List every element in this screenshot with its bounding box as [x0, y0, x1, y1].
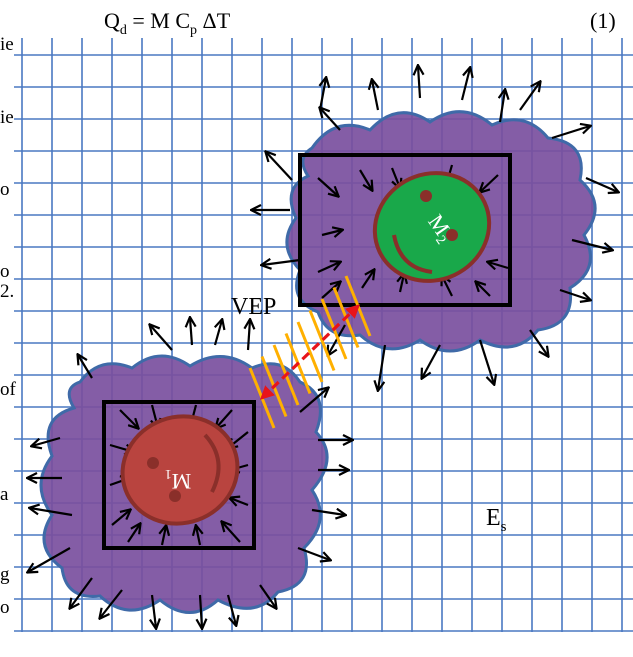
heat-flow-arrow [551, 126, 590, 140]
heat-flow-arrow [321, 282, 340, 299]
heat-flow-arrow [70, 577, 93, 608]
heat-flow-arrow [162, 526, 166, 546]
margin-fragment: 2. [0, 281, 15, 302]
heat-flow-arrow [111, 510, 130, 526]
heat-flow-arrow [100, 589, 123, 618]
es-label: Es [486, 505, 507, 535]
heat-flow-arrow [78, 355, 93, 379]
heat-flow-arrow [127, 524, 140, 543]
heat-flow-arrow [213, 320, 222, 346]
heat-flow-arrow [359, 169, 372, 190]
heat-flow-arrow [311, 510, 345, 515]
heat-flow-arrow [361, 270, 374, 289]
heat-flow-arrow [488, 262, 509, 268]
heat-flow-arrow [200, 594, 202, 628]
heat-flow-arrow [320, 108, 341, 131]
heat-flow-arrow [230, 498, 249, 505]
heat-flow-arrow [500, 90, 505, 123]
margin-fragment: of [0, 379, 16, 400]
heat-flow-arrow [266, 152, 293, 181]
equation-number: (1) [590, 8, 616, 33]
margin-fragment: a [0, 484, 9, 505]
heat-flow-arrow [559, 288, 590, 300]
heat-flow-arrow [480, 174, 499, 192]
heat-flow-arrow [378, 344, 387, 390]
heat-flow-arrow [317, 177, 338, 196]
heat-flow-arrow [32, 436, 61, 446]
heat-flow-arrow [422, 344, 441, 378]
mass-m1: M1 [120, 414, 240, 526]
heat-flow-arrow [226, 594, 236, 625]
heat-flow-arrow [196, 526, 200, 546]
heat-flow-arrow [571, 238, 612, 250]
margin-fragment: g [0, 564, 10, 585]
heat-flow-arrow [297, 546, 330, 560]
margin-fragment: o [0, 597, 10, 618]
heat-flow-arrow [222, 522, 241, 543]
mass-m2: M2 [372, 171, 492, 283]
heat-flow-arrow [190, 318, 192, 346]
system-box-m2 [298, 153, 512, 307]
heat-flow-arrow [478, 339, 494, 384]
heat-flow-arrow [321, 230, 342, 235]
heat-flow-arrow [519, 82, 540, 111]
margin-fragment: ie [0, 107, 14, 128]
heat-flow-arrow [585, 176, 618, 192]
margin-fragment: ie [0, 34, 14, 55]
heat-flow-arrow [150, 325, 173, 351]
heat-flow-arrow [248, 320, 250, 351]
heat-flow-arrow [259, 584, 276, 608]
heat-flow-arrow [418, 66, 420, 99]
heat-flow-arrow [28, 547, 71, 572]
margin-fragment: o [0, 179, 10, 200]
margin-fragment: o [0, 261, 10, 282]
heat-flow-arrow [216, 409, 233, 428]
heat-flow-arrow [372, 80, 378, 111]
vep-label: VEP [231, 294, 276, 320]
heat-flow-arrow [152, 594, 156, 628]
m1-label: M1 [165, 466, 192, 494]
heat-flow-arrow [476, 282, 491, 297]
heat-flow-arrow [320, 78, 326, 111]
equation: Qd = M Cp ΔT [104, 8, 231, 38]
heat-flow-arrow [460, 68, 470, 101]
system-box-m1 [102, 400, 256, 550]
heat-flow-arrow [529, 329, 548, 356]
vep-arrow [259, 304, 361, 400]
heat-flow-arrow [262, 260, 301, 265]
heat-flow-arrow [30, 508, 73, 517]
heat-flow-arrow [317, 262, 340, 274]
heat-flow-arrow [119, 409, 138, 428]
